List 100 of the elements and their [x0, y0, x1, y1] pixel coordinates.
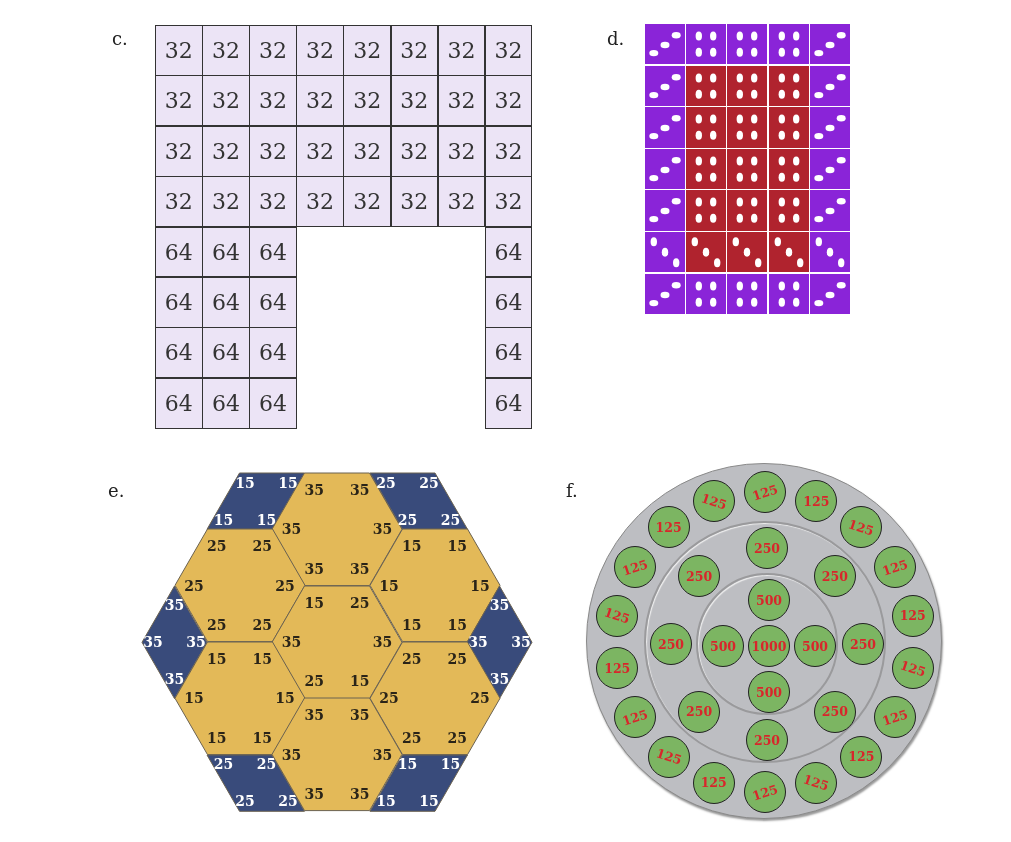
panel-label: d. [607, 28, 625, 49]
tile-number: 35 [281, 747, 302, 763]
die-face-icon [768, 24, 809, 65]
grid-cell: 64 [484, 277, 533, 328]
die-face-icon [645, 232, 685, 273]
grid-cell: 64 [249, 377, 297, 429]
die-face-icon [727, 107, 768, 148]
tile-number: 25 [252, 538, 272, 554]
die-face-icon [768, 107, 809, 148]
grid-cell: 32 [249, 125, 297, 177]
grid-cell: 64 [202, 377, 250, 429]
grid-cell: 32 [296, 75, 344, 127]
tile-number: 15 [207, 651, 227, 667]
grid-cell: 64 [249, 277, 297, 328]
counter-token: 125 [840, 735, 883, 778]
die-face-icon [686, 65, 727, 106]
tile-number: 25 [278, 793, 298, 809]
die-face-icon [809, 148, 850, 190]
grid-cell: 32 [484, 25, 533, 76]
grid-cell: 32 [296, 25, 344, 76]
counter-token: 125 [647, 735, 690, 778]
grid-cell: 32 [390, 25, 439, 76]
tile-number: 35 [304, 482, 324, 498]
die-face-icon [686, 190, 727, 231]
counter-token: 125 [840, 506, 883, 549]
counter-token: 250 [678, 690, 721, 733]
die-face-icon [809, 107, 850, 148]
tile-number: 25 [207, 617, 227, 633]
tile-number: 25 [256, 756, 277, 772]
die-face-icon [645, 190, 685, 231]
tile-number: 35 [372, 521, 393, 537]
grid-cell: 32 [296, 176, 344, 228]
die-face-icon [768, 148, 809, 190]
tile-number: 15 [350, 673, 370, 689]
counter-token: 250 [813, 690, 856, 733]
tile-number: 25 [397, 512, 418, 528]
tile-number: 25 [402, 651, 422, 667]
die-face-icon [768, 65, 809, 106]
grid-cell: 32 [155, 75, 203, 127]
grid-cell: 32 [249, 75, 297, 127]
tile-number: 35 [164, 671, 185, 687]
tile-number: 35 [281, 634, 302, 650]
grid-cell: 32 [484, 75, 533, 127]
grid-cell: 64 [249, 226, 297, 278]
grid-cell: 64 [202, 327, 250, 379]
tile-number: 25 [419, 475, 439, 491]
tile-number: 15 [207, 730, 227, 746]
tile-number: 15 [184, 690, 204, 706]
grid-cell: 32 [202, 176, 250, 228]
die-face-icon [727, 148, 768, 190]
tile-number: 35 [372, 634, 393, 650]
grid-cell: 32 [249, 176, 297, 228]
grid-cell: 32 [390, 125, 439, 177]
die-face-icon [686, 107, 727, 148]
tile-number: 35 [350, 482, 370, 498]
counter-token: 125 [614, 546, 657, 588]
tile-number: 25 [213, 756, 234, 772]
grid-cell: 32 [296, 125, 344, 177]
counter-token: 125 [795, 761, 838, 804]
counter-token: 1000 [748, 625, 790, 667]
counter-token: 125 [614, 696, 657, 738]
tile-number: 25 [379, 690, 399, 706]
counter-token: 250 [650, 623, 692, 665]
counter-token: 125 [692, 761, 735, 804]
tile-number: 25 [275, 578, 295, 594]
tile-number: 35 [489, 597, 510, 613]
die-face-icon [809, 190, 850, 231]
die-face-icon [727, 232, 768, 273]
grid-cell: 64 [155, 377, 203, 429]
die-face-icon [809, 24, 850, 65]
grid-cell: 32 [437, 75, 486, 127]
tile-number: 15 [397, 756, 418, 772]
counter-token: 125 [647, 506, 690, 549]
tile-number: 15 [402, 617, 422, 633]
die-face-icon [686, 24, 727, 65]
tile-number: 25 [252, 617, 272, 633]
die-face-icon [645, 65, 685, 106]
tile-number: 25 [304, 673, 324, 689]
grid-cell: 32 [155, 25, 203, 76]
counter-token: 125 [744, 771, 786, 813]
counter-token: 125 [891, 594, 934, 637]
grid-cell: 32 [437, 125, 486, 177]
tile-number: 25 [447, 651, 467, 667]
tile-number: 15 [419, 793, 439, 809]
die-face-icon [768, 232, 809, 273]
tile-number: 35 [350, 786, 370, 802]
tile-number: 25 [207, 538, 227, 554]
grid-cell: 32 [155, 125, 203, 177]
grid-cell: 32 [343, 25, 391, 76]
tile-number: 15 [379, 578, 399, 594]
die-face-icon [645, 24, 685, 65]
tile-number: 35 [511, 634, 531, 650]
grid-cell: 64 [155, 226, 203, 278]
die-face-icon [727, 273, 768, 314]
grid-cell: 32 [202, 25, 250, 76]
grid-cell: 32 [343, 75, 391, 127]
counter-token: 125 [692, 480, 735, 523]
counter-token: 250 [746, 527, 788, 569]
die-face-icon [768, 190, 809, 231]
die-face-icon [645, 107, 685, 148]
